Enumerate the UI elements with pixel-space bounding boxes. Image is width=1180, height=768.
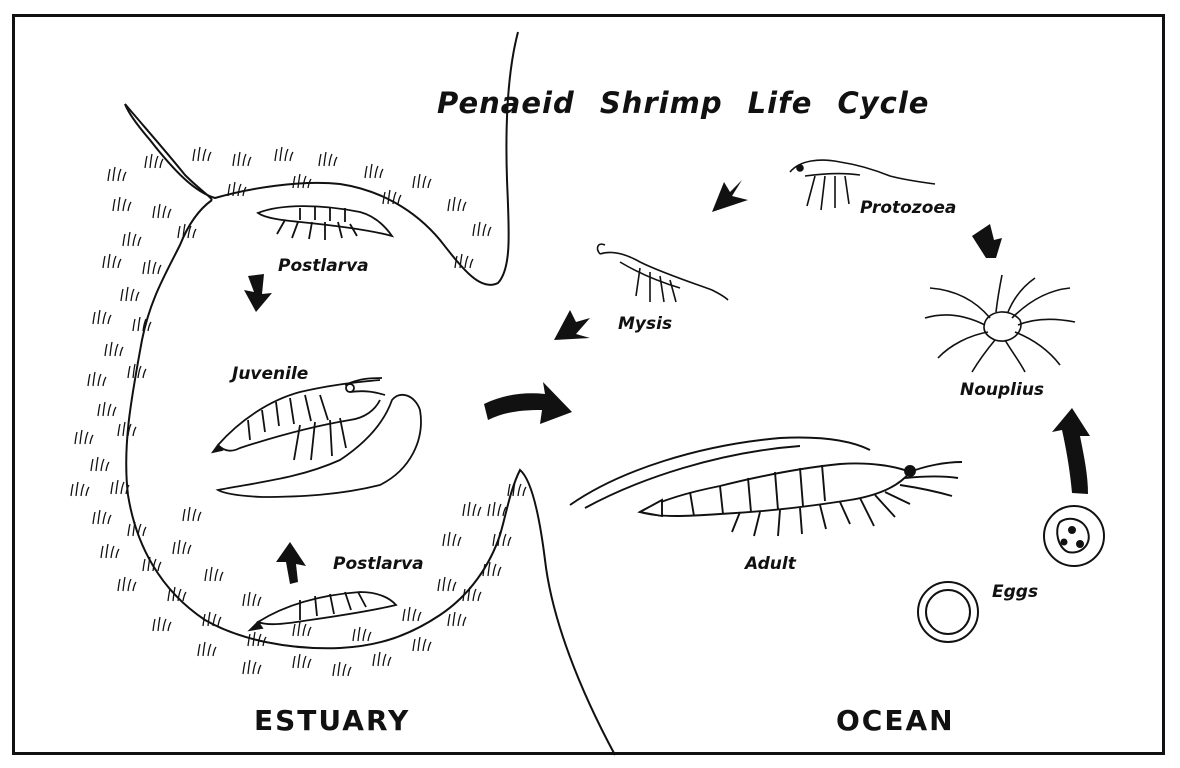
marsh-grass [71,147,526,676]
arrow-eggs-to-nauplius [1052,408,1090,494]
mysis-drawing [598,244,728,302]
arrow-protozoea-to-mysis [712,180,748,212]
adult-drawing [570,438,962,537]
arrow-nauplius-to-protozoea [972,224,1002,258]
arrow-mysis-to-postlarva [554,310,590,340]
diagram-title: Penaeid Shrimp Life Cycle [437,86,929,120]
juvenile-drawing [213,378,421,497]
label-nauplius: Nouplius [960,380,1044,400]
label-postlarva-top: Postlarva [278,256,369,276]
label-postlarva-bottom: Postlarva [333,554,424,574]
label-adult: Adult [745,554,796,574]
nauplius-drawing [925,275,1075,372]
label-protozoea: Protozoea [860,198,956,218]
arrow-postlarva-to-juvenile [244,274,272,312]
label-estuary: ESTUARY [254,704,410,737]
eggs-drawing [918,506,1104,642]
label-juvenile: Juvenile [232,364,308,384]
postlarva-bottom-drawing [250,592,396,630]
label-eggs: Eggs [992,582,1038,602]
arrow-juvenile-to-ocean [484,382,572,424]
arrow-postlarva-up [276,542,306,584]
postlarva-top-drawing [258,206,392,240]
coastline [125,32,615,755]
label-ocean: OCEAN [836,704,955,737]
label-mysis: Mysis [618,314,672,334]
